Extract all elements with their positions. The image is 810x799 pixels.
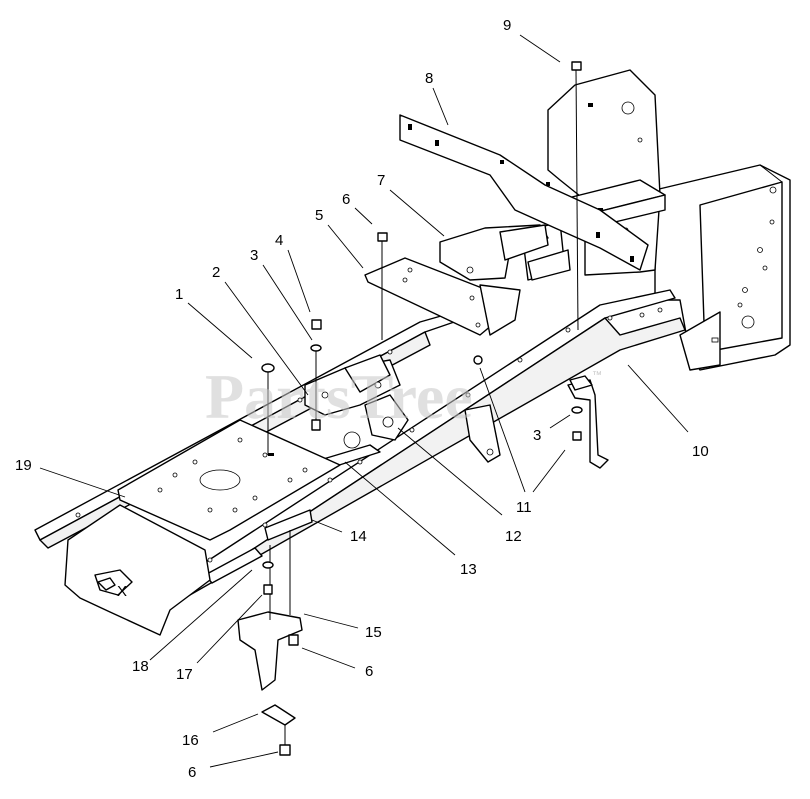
leader-9 xyxy=(519,34,561,63)
part-5-mounting-plate xyxy=(364,257,521,336)
leader-11b xyxy=(532,449,566,493)
leader-14 xyxy=(311,519,343,533)
callout-6: 6 xyxy=(342,191,350,208)
leader-11a xyxy=(479,367,526,493)
svg-text:X: X xyxy=(117,583,127,600)
part-1-bolt xyxy=(261,363,275,455)
leader-12 xyxy=(397,427,503,516)
leader-8 xyxy=(432,87,449,126)
callout-17: 17 xyxy=(176,666,193,683)
callout-11: 11 xyxy=(516,499,532,516)
callout-1: 1 xyxy=(175,286,183,303)
part-9-bolt xyxy=(571,61,582,331)
callout-3-lower: 3 xyxy=(533,427,541,444)
callout-14: 14 xyxy=(350,528,367,545)
part-4-nut xyxy=(311,319,322,330)
watermark-trademark: ™ xyxy=(592,370,602,381)
callout-3: 3 xyxy=(250,247,258,264)
callout-6-bottom: 6 xyxy=(188,764,196,781)
part-15-hanger xyxy=(237,530,303,691)
callout-13: 13 xyxy=(460,561,477,578)
callout-5: 5 xyxy=(315,207,323,224)
front-frame-nose: X xyxy=(64,504,211,636)
leader-16 xyxy=(212,713,259,733)
callout-labels: 1 2 3 4 5 6 7 8 9 10 3 11 12 13 14 15 6 … xyxy=(15,17,709,781)
part-19-floor-plate xyxy=(117,419,341,541)
part-7-bracket xyxy=(439,224,549,281)
part-6-bolt-lower xyxy=(279,725,291,756)
callout-19: 19 xyxy=(15,457,32,474)
part-2-bracket xyxy=(304,354,401,416)
leader-15 xyxy=(303,613,359,629)
rail-lower-bracket xyxy=(464,404,501,463)
leader-4 xyxy=(287,249,311,313)
leader-17 xyxy=(196,594,263,664)
leader-1 xyxy=(187,302,253,359)
callout-18: 18 xyxy=(132,658,149,675)
leader-13 xyxy=(344,461,456,556)
leader-lines xyxy=(39,34,689,768)
part-16-clip xyxy=(261,704,296,726)
part-14-label xyxy=(264,509,313,541)
part-12-pivot-bracket xyxy=(343,394,409,449)
part-8-brace xyxy=(399,114,649,271)
callout-6-mid: 6 xyxy=(365,663,373,680)
leader-5 xyxy=(327,224,364,269)
leader-2 xyxy=(224,281,309,396)
callout-7: 7 xyxy=(377,172,385,189)
leader-6c xyxy=(209,751,279,768)
callout-10: 10 xyxy=(692,443,709,460)
callout-9: 9 xyxy=(503,17,511,34)
leader-7 xyxy=(389,189,445,237)
leader-6a xyxy=(354,207,373,225)
leader-3a xyxy=(262,264,313,341)
callout-8: 8 xyxy=(425,70,433,87)
watermark-text: PartsTree xyxy=(205,361,473,432)
leader-3b xyxy=(549,414,571,429)
callout-4: 4 xyxy=(275,232,283,249)
callout-2: 2 xyxy=(212,264,220,281)
leader-6b xyxy=(301,647,356,669)
callout-15: 15 xyxy=(365,624,382,641)
callout-16: 16 xyxy=(182,732,199,749)
right-hanger-bracket xyxy=(567,375,609,469)
callout-12: 12 xyxy=(505,528,522,545)
part-3-washer-upper xyxy=(310,344,322,431)
rear-frame-plate-right xyxy=(654,164,791,371)
part-6-bolt-upper xyxy=(377,232,388,340)
part-3-washer-lower xyxy=(571,406,583,441)
part-11-nut xyxy=(473,355,483,365)
leader-10 xyxy=(627,364,689,433)
leader-19 xyxy=(39,467,126,498)
leader-18 xyxy=(149,569,253,661)
